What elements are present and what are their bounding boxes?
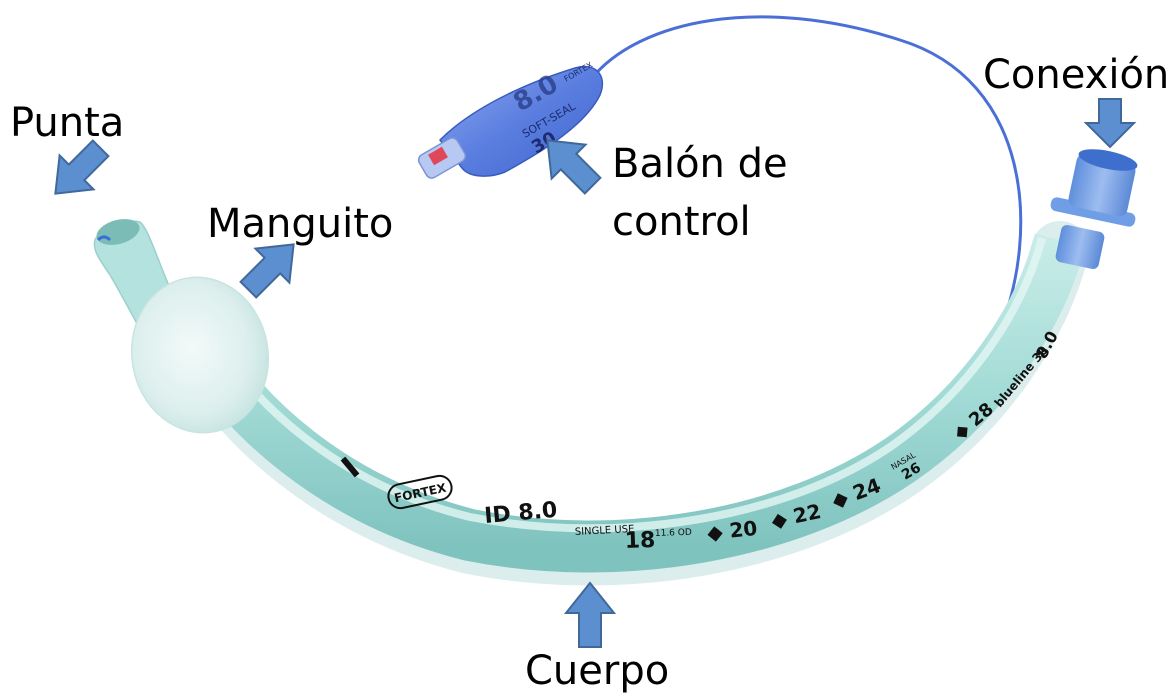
- tube-print: FORTEX ID 8.0 SINGLE USE 11.6 OD 18 ◆ 20…: [387, 328, 1062, 554]
- cuff: [130, 276, 270, 434]
- depth-mark: [340, 456, 360, 478]
- label-manguito: Manguito: [207, 201, 394, 247]
- tube-single-use: SINGLE USE: [575, 524, 635, 538]
- tube-od: 11.6 OD: [655, 528, 692, 539]
- label-balon-line2: control: [612, 199, 751, 245]
- mark-20: ◆ 20: [706, 516, 758, 545]
- arrow-punta: [54, 139, 110, 195]
- label-punta: Punta: [10, 100, 125, 146]
- label-balon-line1: Balón de: [612, 141, 788, 187]
- label-cuerpo: Cuerpo: [525, 648, 670, 694]
- tube-body: [182, 233, 1086, 573]
- arrow-conexion: [1083, 98, 1137, 149]
- arrow-cuerpo: [563, 581, 617, 648]
- tube-highlight: [211, 236, 1046, 533]
- arrow-balon: [546, 139, 602, 195]
- mark-18: 18: [624, 528, 655, 554]
- label-conexion: Conexión: [983, 52, 1170, 98]
- callout-arrows: [54, 98, 1137, 648]
- arrow-manguito: [239, 243, 295, 299]
- tip-blue-line: [96, 235, 112, 242]
- brand-oval: [387, 474, 453, 510]
- pilot-balloon: 8.0 SOFT-SEAL 30 FORTEX: [417, 60, 604, 179]
- connector: [1050, 149, 1138, 270]
